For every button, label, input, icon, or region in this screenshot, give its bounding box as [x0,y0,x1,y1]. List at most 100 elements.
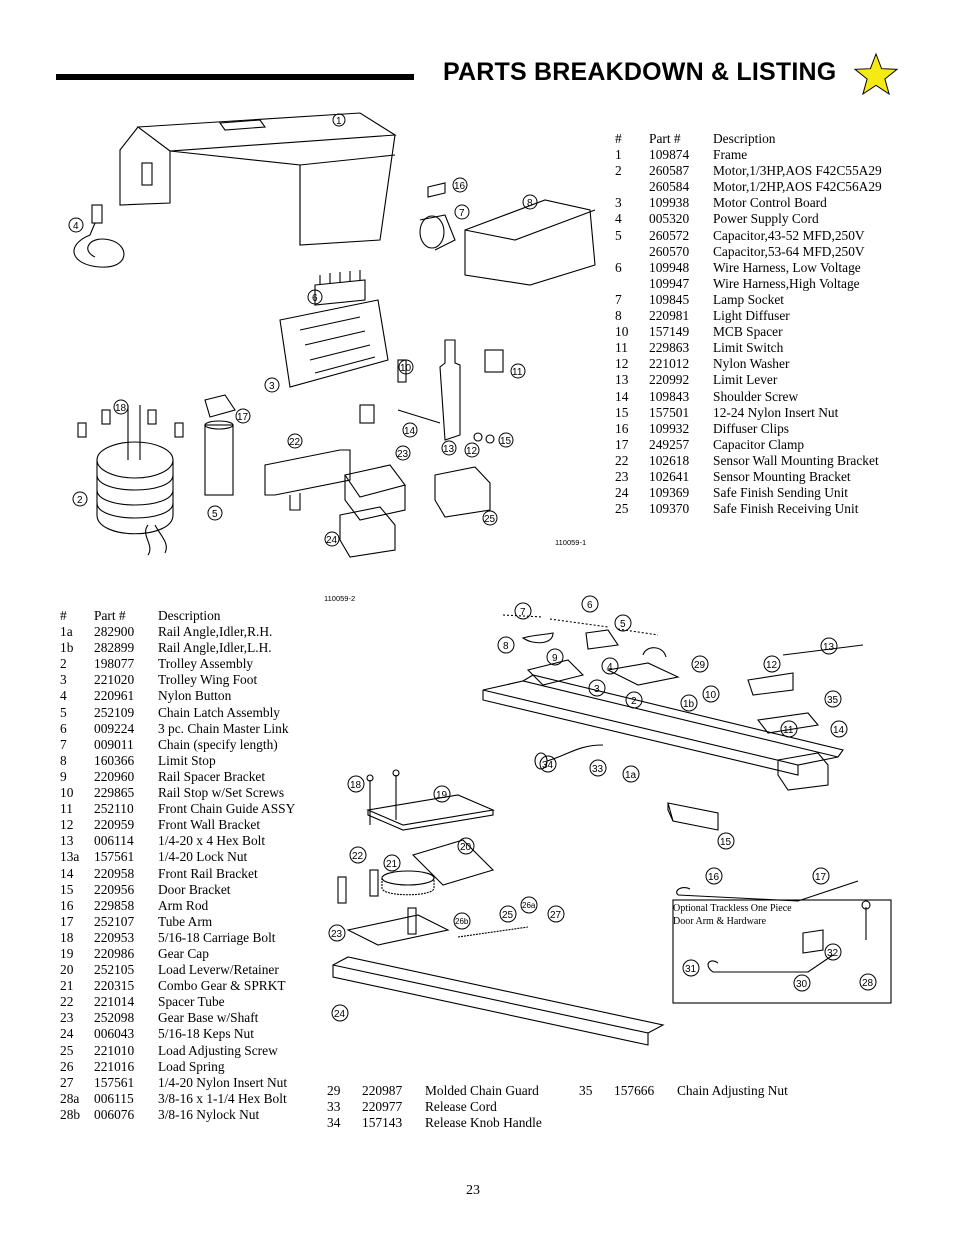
table-cell: 221012 [649,356,690,372]
table-cell: 229858 [94,897,135,913]
table-cell: 005320 [649,211,690,227]
callout-b-17: 17 [812,867,830,885]
svg-text:16: 16 [708,872,720,883]
table-cell: 220956 [94,881,135,897]
table-cell: 16 [615,420,629,436]
svg-text:3: 3 [594,684,600,695]
optional-label-line1: Optional Trackless One Piece [673,903,792,914]
table-cell: 157666 [614,1083,655,1098]
table-cell: Nylon Washer [713,356,790,372]
table-cell: 220315 [94,978,135,994]
table-cell: 229865 [94,785,135,801]
table-cell: 260584 [649,179,690,195]
svg-text:23: 23 [331,929,343,940]
table-cell: 8 [615,308,622,324]
svg-text:19: 19 [436,790,448,801]
svg-text:3: 3 [269,381,275,392]
table-row: 9 220960 Rail Spacer Bracket [60,769,295,785]
table-cell: 220960 [94,768,135,784]
rail-assembly-exploded-diagram: 7 6 5 8 9 4 29 12 13 3 2 10 1b 35 11 14 … [324,594,892,1046]
table-cell: 12 [615,356,629,372]
table-cell: 21 [60,978,74,994]
table-cell: 221010 [94,1042,135,1058]
svg-text:7: 7 [520,607,526,618]
svg-text:2: 2 [631,696,637,707]
table-header: # Part # Description [615,131,776,146]
table-cell: 23 [60,1010,74,1026]
svg-text:32: 32 [827,948,839,959]
callout-b-22: 22 [349,846,367,864]
svg-text:34: 34 [542,760,554,771]
table-cell: Light Diffuser [713,308,790,324]
callout-b-25: 25 [499,905,517,923]
table-cell: Frame [713,147,748,163]
table-cell: 12 [60,817,74,833]
table-cell: 221014 [94,994,135,1010]
diagram-ref-top: 110059-1 [555,538,586,547]
svg-text:14: 14 [833,725,845,736]
table-cell: Sensor Wall Mounting Bracket [713,452,879,468]
table-cell: 252105 [94,962,135,978]
svg-text:16: 16 [454,181,466,192]
callout-b-26a: 26a [520,896,538,914]
table-cell: 27 [60,1074,74,1090]
callout-b-23: 23 [328,924,346,942]
table-cell: Chain Adjusting Nut [677,1083,788,1098]
table-cell: 109947 [649,275,690,291]
table-cell: Front Rail Bracket [158,865,258,881]
table-cell: Chain (specify length) [158,736,278,752]
table-cell: 2 [615,163,622,179]
svg-text:30: 30 [796,979,808,990]
table-cell: 29 [327,1083,341,1098]
callout-b-11: 11 [780,720,798,738]
table-cell: Molded Chain Guard [425,1083,539,1098]
table-cell: 220958 [94,865,135,881]
svg-text:4: 4 [73,221,79,232]
table-cell: 9 [60,768,67,784]
table-row: 5 252109 Chain Latch Assembly [60,705,295,721]
table-cell: 5 [60,704,67,720]
table-cell: 157149 [649,324,690,340]
table-cell: 23 [615,468,629,484]
callout-b-29: 29 [691,655,709,673]
table-cell: Limit Lever [713,372,778,388]
table-cell: Rail Spacer Bracket [158,768,266,784]
callout-b-34: 34 [539,755,557,773]
svg-text:25: 25 [502,910,514,921]
table-cell: 249257 [649,436,690,452]
table-cell: 24 [615,485,629,501]
table-cell: 252109 [94,704,135,720]
svg-text:24: 24 [334,1009,346,1020]
table-cell: 157561 [94,1074,135,1090]
callout-b-1a: 1a [622,765,640,783]
table-cell: 1a [60,624,73,640]
table-cell: Chain Latch Assembly [158,704,280,720]
callout-b-10: 10 [702,685,720,703]
svg-text:17: 17 [815,872,827,883]
callout-b-28: 28 [859,973,877,991]
table-cell: 15 [60,881,74,897]
callout-b-12: 12 [763,655,781,673]
callout-b-16: 16 [705,867,723,885]
table-cell: Lamp Socket [713,291,785,307]
table-cell: Diffuser Clips [713,420,790,436]
table-cell: 6 [615,259,622,275]
table-cell: Shoulder Screw [713,388,799,404]
table-cell: Motor Control Board [713,195,827,211]
